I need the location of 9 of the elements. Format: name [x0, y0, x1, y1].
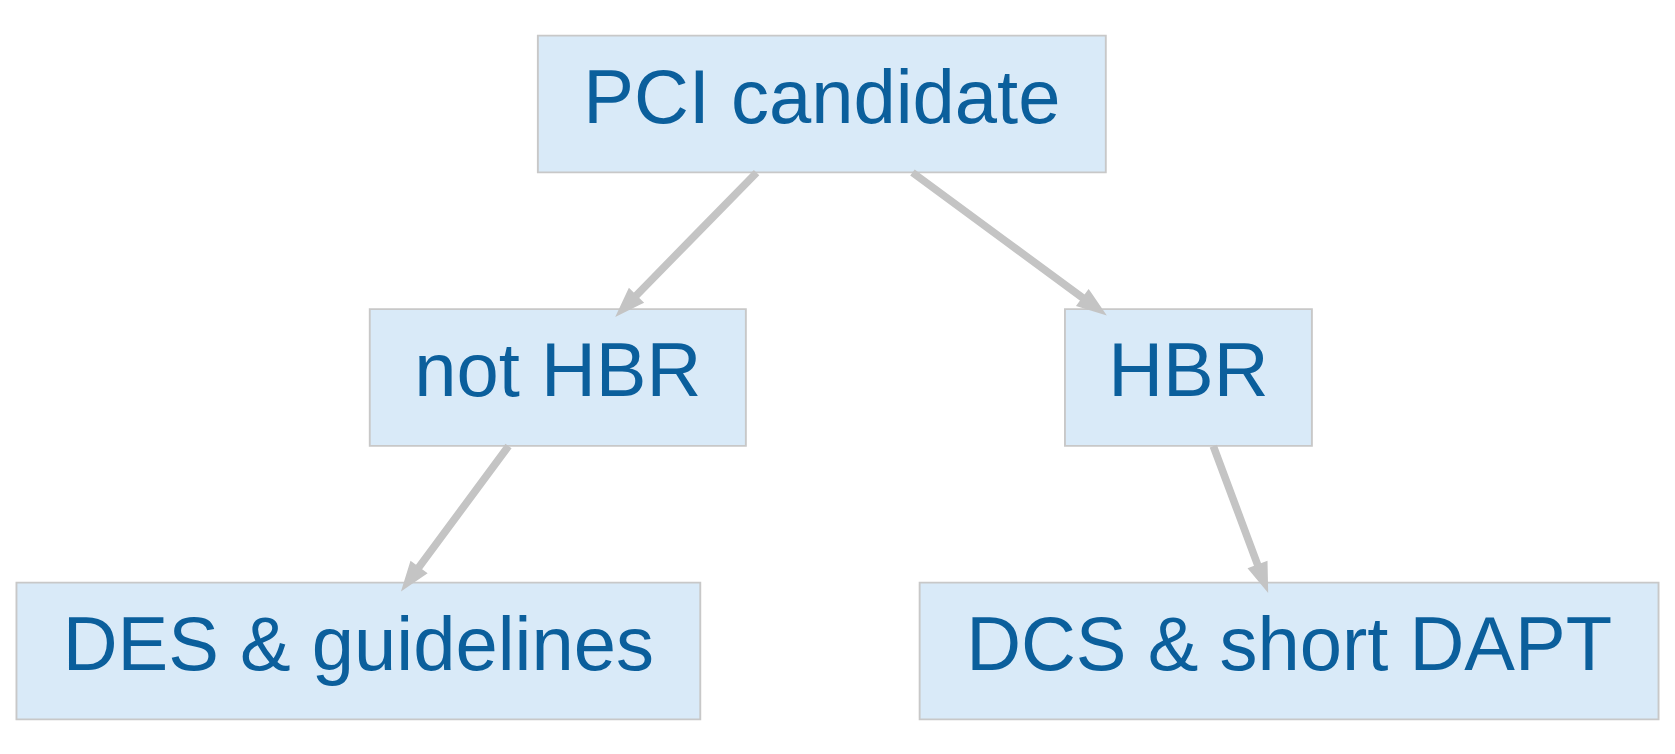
arrow — [1209, 444, 1269, 593]
node-box: HBR — [1064, 307, 1313, 447]
node-box: PCI candidate — [536, 34, 1107, 173]
arrow — [910, 169, 1107, 316]
arrow — [615, 169, 760, 317]
arrow — [400, 443, 512, 592]
node-box: DCS & short DAPT — [918, 581, 1660, 720]
node-box: not HBR — [368, 307, 747, 447]
node-box: DES & guidelines — [15, 581, 702, 720]
